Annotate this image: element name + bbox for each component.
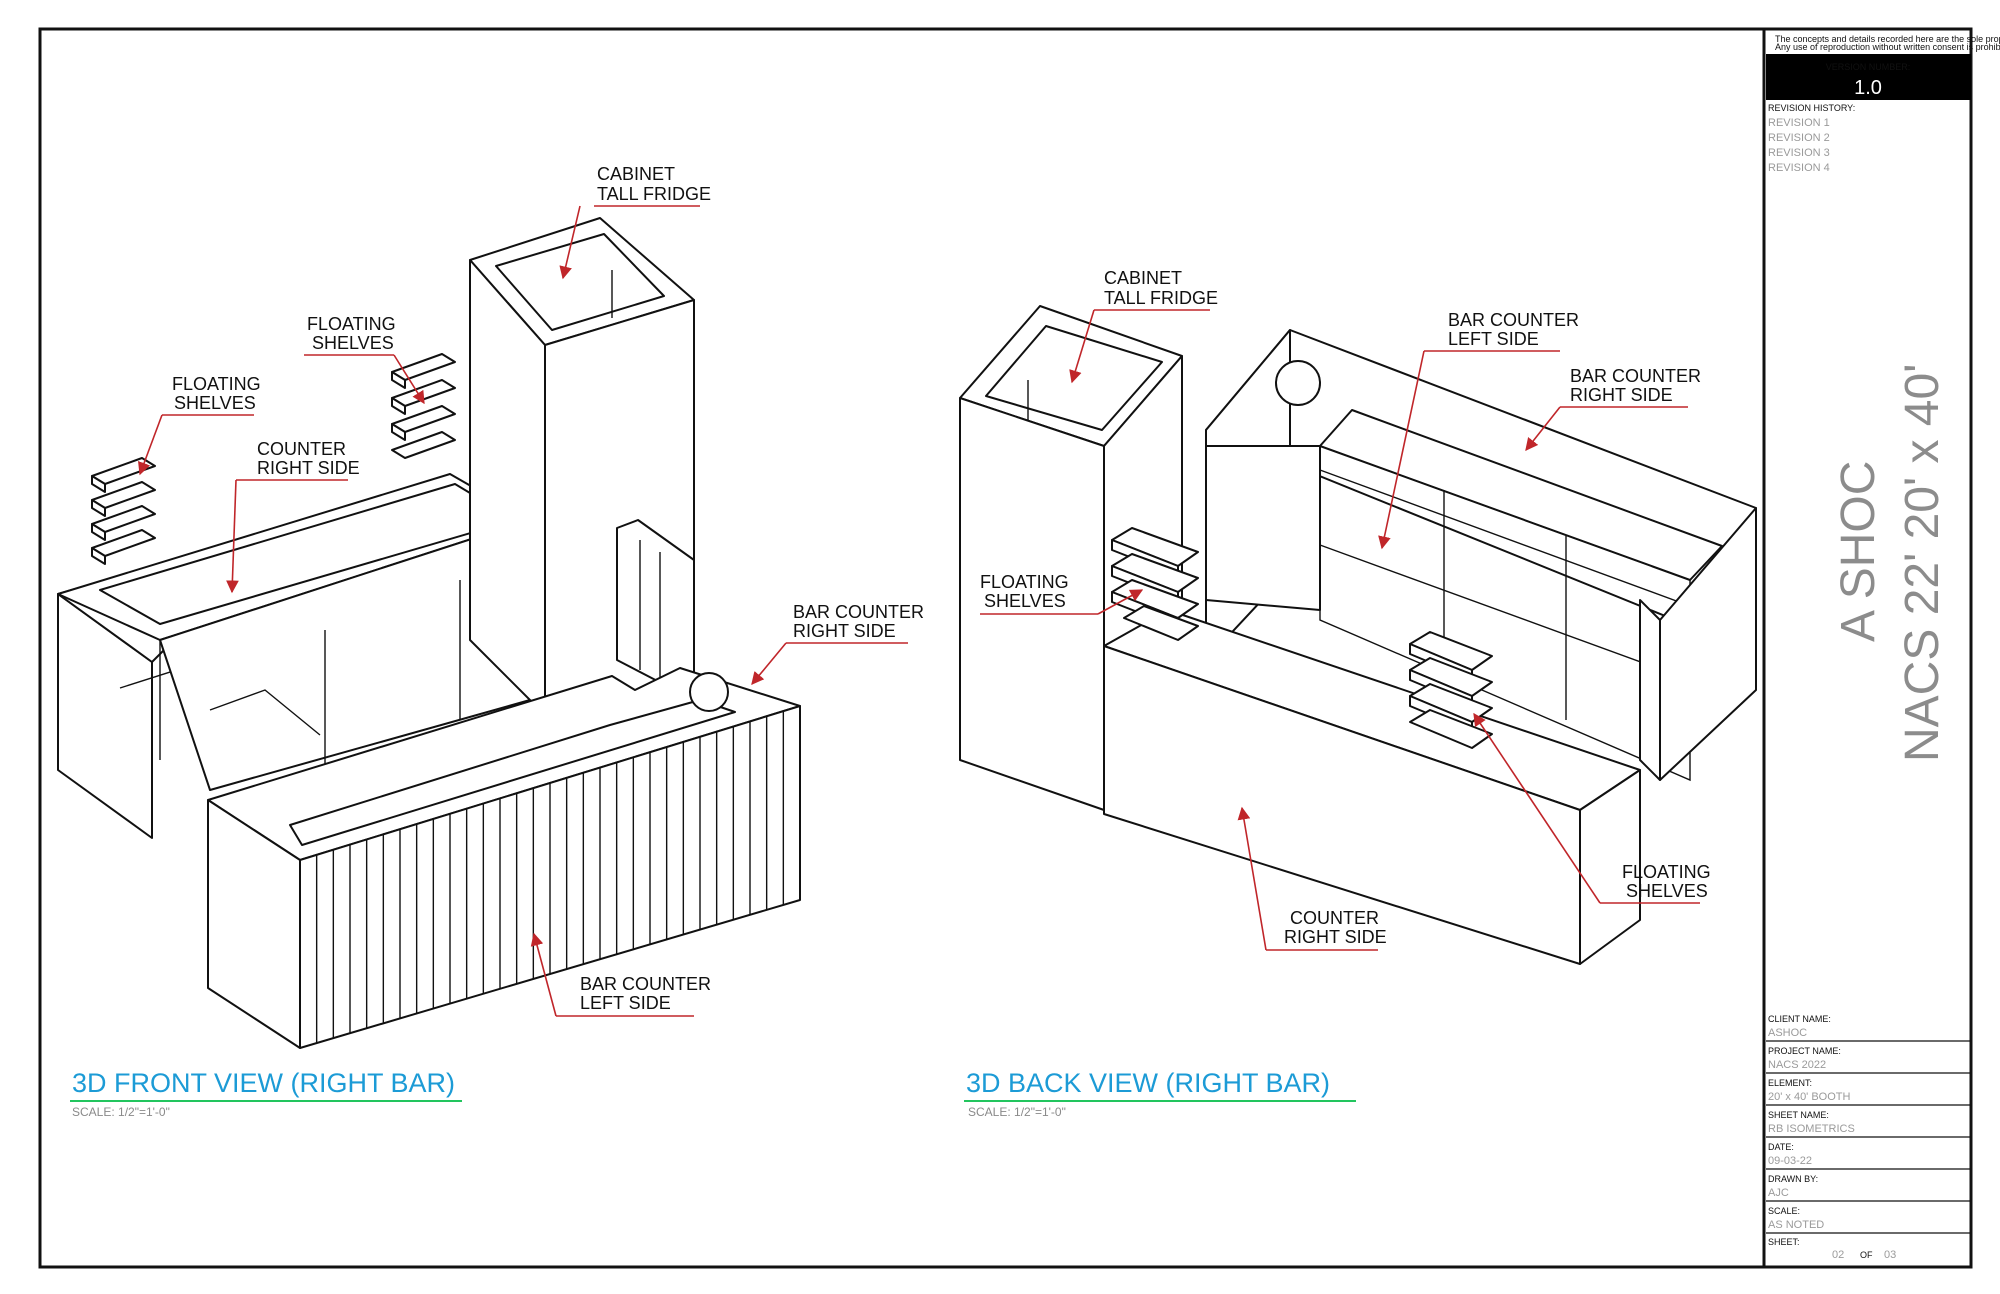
front-counter-right-line2: RIGHT SIDE — [257, 458, 360, 478]
back-label-cabinet: CABINET TALL FRIDGE — [1069, 268, 1218, 384]
front-view-title: 3D FRONT VIEW (RIGHT BAR) — [72, 1068, 455, 1098]
back-view-caption: 3D BACK VIEW (RIGHT BAR) SCALE: 1/2"=1'-… — [964, 1068, 1356, 1119]
project-title-line2: NACS 22' 20' x 40' — [1896, 364, 1949, 762]
back-view-title: 3D BACK VIEW (RIGHT BAR) — [966, 1068, 1330, 1098]
version-box — [1766, 54, 1971, 100]
title-block: The concepts and details recorded here a… — [1766, 34, 2000, 1261]
field-label: SHEET NAME: — [1768, 1110, 1829, 1120]
field-value: AS NOTED — [1768, 1219, 1824, 1231]
back-view-drawing — [959, 305, 1757, 965]
slat-lines — [315, 711, 785, 1044]
field-label: DATE: — [1768, 1142, 1794, 1152]
project-title-line1: A SHOC — [1832, 461, 1885, 642]
field-label: CLIENT NAME: — [1768, 1014, 1831, 1024]
front-label-bar-counter-left: BAR COUNTER LEFT SIDE — [530, 932, 711, 1017]
revision-1: REVISION 1 — [1768, 117, 1830, 129]
front-bar-right-line2: RIGHT SIDE — [793, 621, 896, 641]
field-label: SCALE: — [1768, 1206, 1800, 1216]
front-bar-left-line2: LEFT SIDE — [580, 993, 671, 1013]
front-shelves-left-line1: FLOATING — [172, 374, 261, 394]
field-value: RB ISOMETRICS — [1768, 1123, 1855, 1135]
revision-2: REVISION 2 — [1768, 132, 1830, 144]
front-view-drawing — [57, 217, 801, 1049]
front-label-counter-right: COUNTER RIGHT SIDE — [226, 439, 360, 594]
back-label-counter-right: COUNTER RIGHT SIDE — [1237, 806, 1387, 951]
back-shelves-right-line2: SHELVES — [1626, 881, 1708, 901]
disclaimer-line2: Any use of reproduction without written … — [1775, 42, 2000, 52]
sheet-number: 02 — [1832, 1249, 1844, 1261]
sheet-total: 03 — [1884, 1249, 1896, 1261]
field-value: 20' x 40' BOOTH — [1768, 1091, 1851, 1103]
version-value: 1.0 — [1854, 77, 1882, 99]
front-cabinet-line1: CABINET — [597, 164, 675, 184]
revision-3: REVISION 3 — [1768, 147, 1830, 159]
front-cabinet-line2: TALL FRIDGE — [597, 184, 711, 204]
back-label-floating-shelves-right: FLOATING SHELVES — [1473, 712, 1711, 904]
front-view-scale: SCALE: 1/2"=1'-0" — [72, 1105, 170, 1119]
back-bar-right-line1: BAR COUNTER — [1570, 366, 1701, 386]
revision-4: REVISION 4 — [1768, 162, 1830, 174]
disclaimer-line1: The concepts and details recorded here a… — [1775, 34, 2000, 44]
field-value: NACS 2022 — [1768, 1059, 1826, 1071]
sheet-label: SHEET: — [1768, 1237, 1800, 1247]
field-value: 09-03-22 — [1768, 1155, 1812, 1167]
back-label-bar-counter-left: BAR COUNTER LEFT SIDE — [1378, 310, 1579, 550]
front-label-floating-shelves-upper: FLOATING SHELVES — [304, 314, 425, 405]
back-shelves-left-line1: FLOATING — [980, 572, 1069, 592]
back-counter-right-line2: RIGHT SIDE — [1284, 927, 1387, 947]
front-counter-right-line1: COUNTER — [257, 439, 346, 459]
title-block-fields: CLIENT NAME: ASHOC PROJECT NAME: NACS 2022E… — [1766, 1014, 1971, 1234]
front-shelves-left-line2: SHELVES — [174, 393, 256, 413]
back-counter-right-line1: COUNTER — [1290, 908, 1379, 928]
front-label-cabinet: CABINET TALL FRIDGE — [559, 164, 711, 280]
field-label: DRAWN BY: — [1768, 1174, 1818, 1184]
field-value: ASHOC — [1768, 1027, 1807, 1039]
field-value: AJC — [1768, 1187, 1789, 1199]
front-bar-left-line1: BAR COUNTER — [580, 974, 711, 994]
back-bar-left-line2: LEFT SIDE — [1448, 329, 1539, 349]
back-bar-right-line2: RIGHT SIDE — [1570, 385, 1673, 405]
back-shelves-right-line1: FLOATING — [1622, 862, 1711, 882]
sheet-border — [38, 27, 1973, 1269]
front-shelves-upper-line1: FLOATING — [307, 314, 396, 334]
front-bar-right-line1: BAR COUNTER — [793, 602, 924, 622]
back-label-bar-counter-right: BAR COUNTER RIGHT SIDE — [1525, 366, 1701, 452]
front-label-bar-counter-right: BAR COUNTER RIGHT SIDE — [751, 602, 924, 685]
back-cabinet-line1: CABINET — [1104, 268, 1182, 288]
back-bar-left-line1: BAR COUNTER — [1448, 310, 1579, 330]
back-shelves-left-line2: SHELVES — [984, 591, 1066, 611]
revision-history-label: REVISION HISTORY: — [1768, 103, 1855, 113]
front-view-caption: 3D FRONT VIEW (RIGHT BAR) SCALE: 1/2"=1'… — [70, 1068, 462, 1119]
version-label: VERSION NUMBER: — [1826, 62, 1911, 72]
sheet-of: OF — [1860, 1250, 1873, 1260]
front-shelves-upper-line2: SHELVES — [312, 333, 394, 353]
back-cabinet-line2: TALL FRIDGE — [1104, 288, 1218, 308]
field-label: PROJECT NAME: — [1768, 1046, 1841, 1056]
back-view-scale: SCALE: 1/2"=1'-0" — [968, 1105, 1066, 1119]
field-label: ELEMENT: — [1768, 1078, 1812, 1088]
back-label-floating-shelves-left: FLOATING SHELVES — [980, 572, 1144, 615]
front-label-floating-shelves-left: FLOATING SHELVES — [138, 374, 261, 476]
